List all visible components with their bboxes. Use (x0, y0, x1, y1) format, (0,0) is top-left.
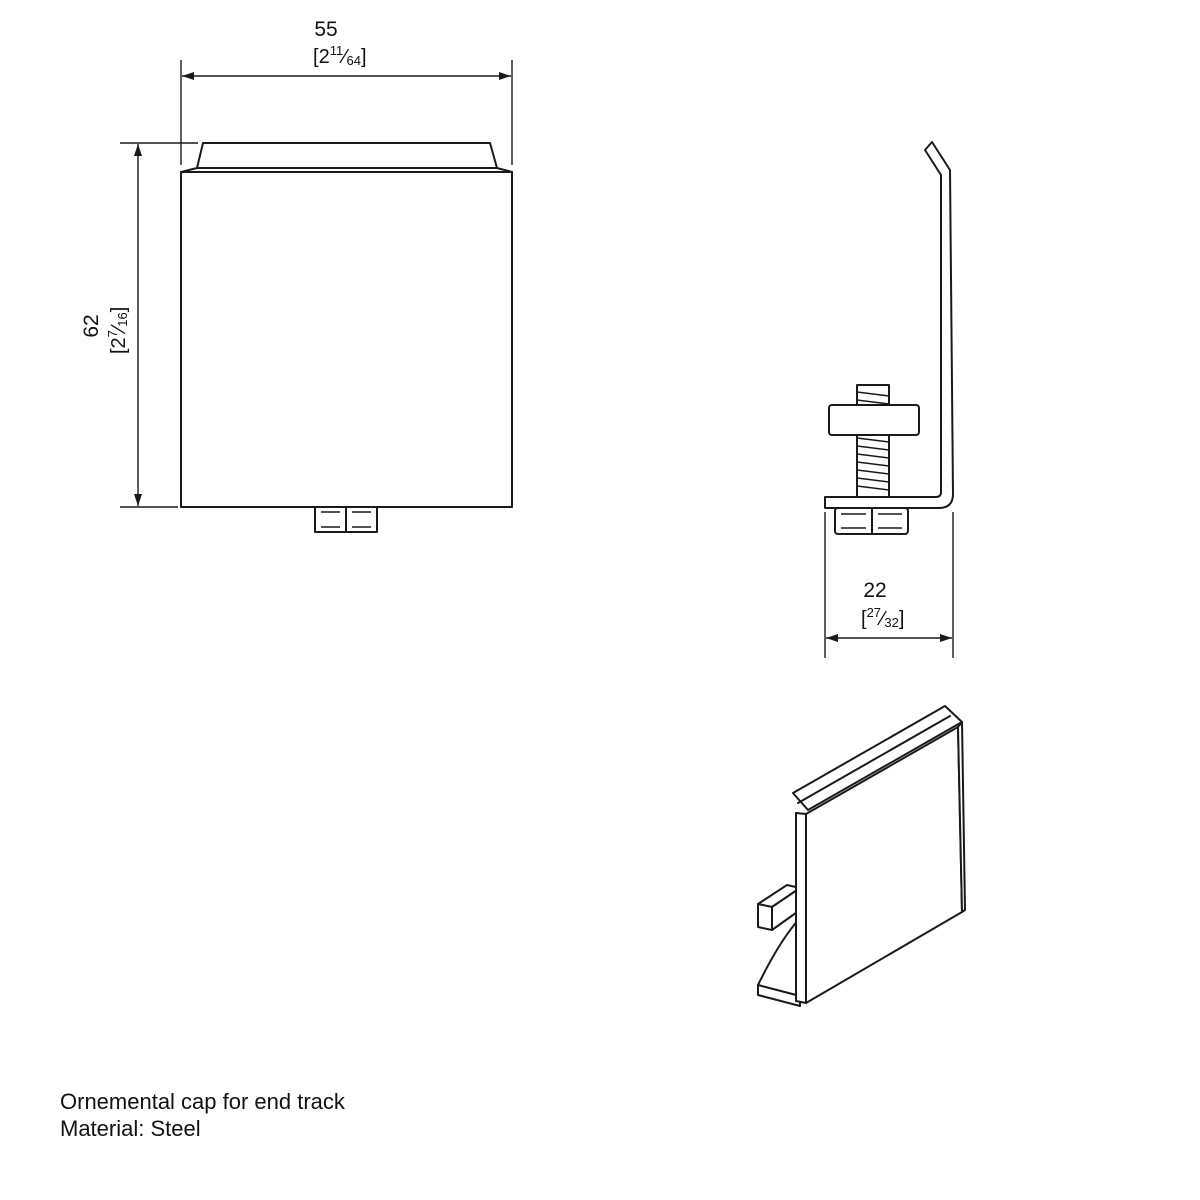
depth-imperial: [27⁄32] (861, 605, 904, 630)
caption-title: Ornemental cap for end track (60, 1089, 345, 1114)
height-metric: 62 (80, 314, 103, 337)
caption-material: Material: Steel (60, 1116, 201, 1141)
iso-front-face (805, 726, 963, 1004)
height-imperial: [27⁄16] (105, 307, 130, 354)
side-washer (828, 404, 920, 436)
width-metric: 55 (314, 18, 337, 41)
height-dimension: 62 [27⁄16] (80, 142, 198, 508)
front-top-lip (196, 142, 498, 169)
side-view (824, 141, 954, 535)
side-profile (824, 141, 954, 509)
caption: Ornemental cap for end track Material: S… (60, 1088, 345, 1142)
side-bolt (856, 384, 890, 498)
depth-metric: 22 (863, 579, 886, 602)
front-view (180, 142, 513, 533)
side-nut (834, 507, 909, 535)
front-nut (314, 506, 378, 533)
front-body (180, 171, 513, 508)
width-imperial: [211⁄64] (313, 43, 367, 68)
isometric-view (757, 705, 966, 1007)
